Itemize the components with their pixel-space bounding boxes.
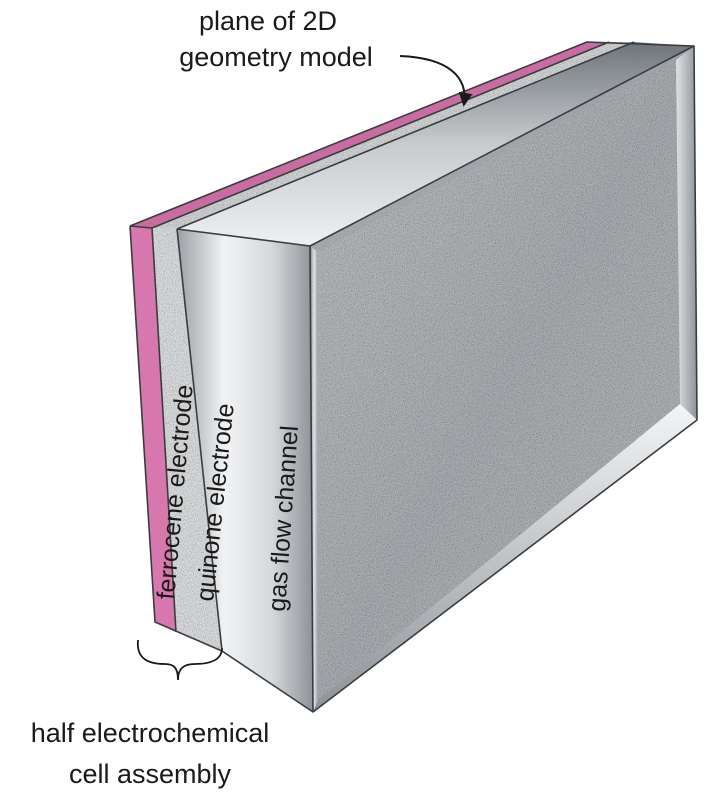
channel-inner-bottom-rim	[313, 404, 697, 712]
channel-frame-top	[177, 42, 694, 246]
channel-frame-left	[177, 229, 313, 712]
assembly-caption-line-1: half electrochemical	[31, 718, 270, 748]
quinone-layer-side	[152, 228, 222, 651]
ferrocene-layer-side	[130, 226, 176, 632]
annotation-line-2: geometry model	[179, 42, 373, 72]
assembly-brace	[137, 639, 223, 681]
channel-inner-top-rim	[310, 46, 694, 252]
quinone-layer-top	[152, 42, 634, 229]
frame-outline	[129, 41, 698, 713]
porous-front-face	[310, 46, 697, 712]
ferrocene-layer-top	[130, 42, 609, 228]
assembly-caption-line-2: cell assembly	[69, 759, 232, 789]
channel-inner-left-rim	[310, 246, 318, 712]
channel-inner-right-rim	[676, 46, 697, 420]
annotation-arrow	[399, 55, 473, 107]
annotation-line-1: plane of 2D	[199, 6, 337, 36]
